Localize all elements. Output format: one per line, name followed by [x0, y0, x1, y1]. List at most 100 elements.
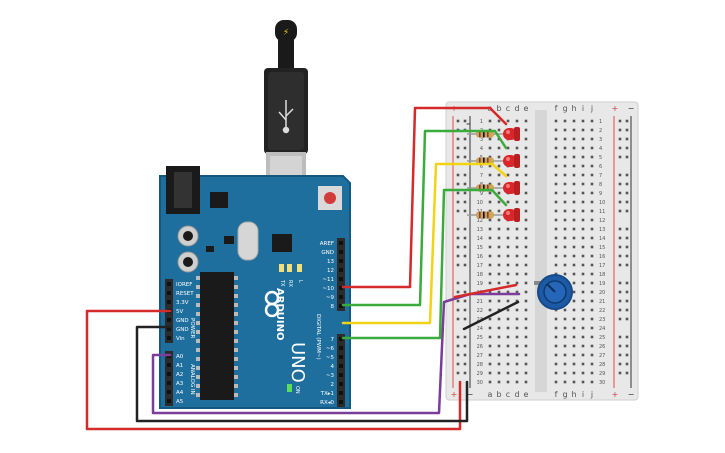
breadboard-hole[interactable] [563, 173, 567, 177]
breadboard-hole[interactable] [497, 218, 501, 222]
breadboard-hole[interactable] [497, 272, 501, 276]
breadboard-hole[interactable] [590, 299, 594, 303]
breadboard-hole[interactable] [590, 191, 594, 195]
digital-top-pin[interactable] [339, 241, 343, 245]
breadboard-hole[interactable] [572, 236, 576, 240]
breadboard-hole[interactable] [497, 227, 501, 231]
breadboard-hole[interactable] [515, 173, 519, 177]
breadboard-hole[interactable] [563, 362, 567, 366]
rail-hole[interactable] [618, 263, 622, 267]
breadboard-hole[interactable] [488, 218, 492, 222]
breadboard-hole[interactable] [590, 290, 594, 294]
rail-hole[interactable] [463, 182, 467, 186]
breadboard-hole[interactable] [506, 245, 510, 249]
rail-hole[interactable] [456, 182, 460, 186]
breadboard-hole[interactable] [488, 146, 492, 150]
breadboard-hole[interactable] [581, 200, 585, 204]
rail-hole[interactable] [463, 254, 467, 258]
rail-hole[interactable] [625, 173, 629, 177]
rail-hole[interactable] [625, 191, 629, 195]
rail-hole[interactable] [618, 137, 622, 141]
breadboard-hole[interactable] [572, 164, 576, 168]
rail-hole[interactable] [456, 308, 460, 312]
breadboard-hole[interactable] [497, 335, 501, 339]
breadboard-hole[interactable] [590, 317, 594, 321]
rail-hole[interactable] [625, 119, 629, 123]
breadboard-hole[interactable] [572, 290, 576, 294]
power-pin[interactable] [167, 318, 171, 322]
rail-hole[interactable] [456, 281, 460, 285]
breadboard-hole[interactable] [488, 227, 492, 231]
breadboard-hole[interactable] [554, 227, 558, 231]
rail-hole[interactable] [456, 362, 460, 366]
breadboard-hole[interactable] [524, 353, 528, 357]
breadboard-hole[interactable] [572, 119, 576, 123]
breadboard-hole[interactable] [524, 245, 528, 249]
digital-bottom-pin[interactable] [339, 400, 343, 404]
wire-green-pin7[interactable] [341, 188, 508, 340]
breadboard-hole[interactable] [497, 164, 501, 168]
rail-hole[interactable] [456, 335, 460, 339]
breadboard-hole[interactable] [497, 353, 501, 357]
breadboard-hole[interactable] [572, 182, 576, 186]
rail-hole[interactable] [618, 371, 622, 375]
breadboard-hole[interactable] [563, 119, 567, 123]
rail-hole[interactable] [618, 290, 622, 294]
breadboard-hole[interactable] [590, 272, 594, 276]
breadboard-hole[interactable] [524, 335, 528, 339]
breadboard-hole[interactable] [497, 299, 501, 303]
breadboard-hole[interactable] [563, 308, 567, 312]
rail-hole[interactable] [618, 155, 622, 159]
rail-hole[interactable] [456, 245, 460, 249]
breadboard-hole[interactable] [572, 191, 576, 195]
digital-top-pin[interactable] [339, 304, 343, 308]
breadboard-hole[interactable] [488, 173, 492, 177]
breadboard-hole[interactable] [581, 263, 585, 267]
breadboard-hole[interactable] [572, 281, 576, 285]
breadboard-hole[interactable] [524, 344, 528, 348]
breadboard-hole[interactable] [590, 281, 594, 285]
rail-hole[interactable] [456, 236, 460, 240]
breadboard-hole[interactable] [497, 254, 501, 258]
breadboard-hole[interactable] [563, 353, 567, 357]
breadboard-hole[interactable] [554, 182, 558, 186]
breadboard-hole[interactable] [506, 263, 510, 267]
rail-hole[interactable] [463, 119, 467, 123]
breadboard-hole[interactable] [488, 317, 492, 321]
breadboard-hole[interactable] [506, 281, 510, 285]
breadboard-hole[interactable] [590, 128, 594, 132]
rail-hole[interactable] [618, 317, 622, 321]
breadboard-hole[interactable] [590, 380, 594, 384]
breadboard-hole[interactable] [488, 335, 492, 339]
breadboard-hole[interactable] [488, 344, 492, 348]
rail-hole[interactable] [618, 281, 622, 285]
breadboard-hole[interactable] [572, 200, 576, 204]
breadboard-hole[interactable] [515, 326, 519, 330]
breadboard-hole[interactable] [554, 380, 558, 384]
breadboard-hole[interactable] [524, 164, 528, 168]
rail-hole[interactable] [625, 254, 629, 258]
breadboard-hole[interactable] [590, 227, 594, 231]
breadboard-hole[interactable] [524, 371, 528, 375]
analog-pin[interactable] [167, 372, 171, 376]
breadboard-hole[interactable] [488, 236, 492, 240]
breadboard-hole[interactable] [488, 308, 492, 312]
breadboard-hole[interactable] [581, 119, 585, 123]
wire-red-pin12[interactable] [341, 106, 508, 289]
breadboard-hole[interactable] [488, 362, 492, 366]
breadboard-hole[interactable] [488, 137, 492, 141]
rail-hole[interactable] [618, 191, 622, 195]
breadboard-hole[interactable] [554, 236, 558, 240]
breadboard-hole[interactable] [563, 191, 567, 195]
breadboard-hole[interactable] [506, 236, 510, 240]
breadboard-hole[interactable] [497, 326, 501, 330]
breadboard-hole[interactable] [554, 371, 558, 375]
wire-yellow-pin8[interactable] [341, 162, 508, 325]
breadboard-hole[interactable] [563, 263, 567, 267]
digital-top-pin[interactable] [339, 286, 343, 290]
breadboard-hole[interactable] [590, 218, 594, 222]
breadboard-hole[interactable] [497, 182, 501, 186]
breadboard-hole[interactable] [581, 128, 585, 132]
breadboard-hole[interactable] [581, 290, 585, 294]
breadboard-hole[interactable] [554, 272, 558, 276]
